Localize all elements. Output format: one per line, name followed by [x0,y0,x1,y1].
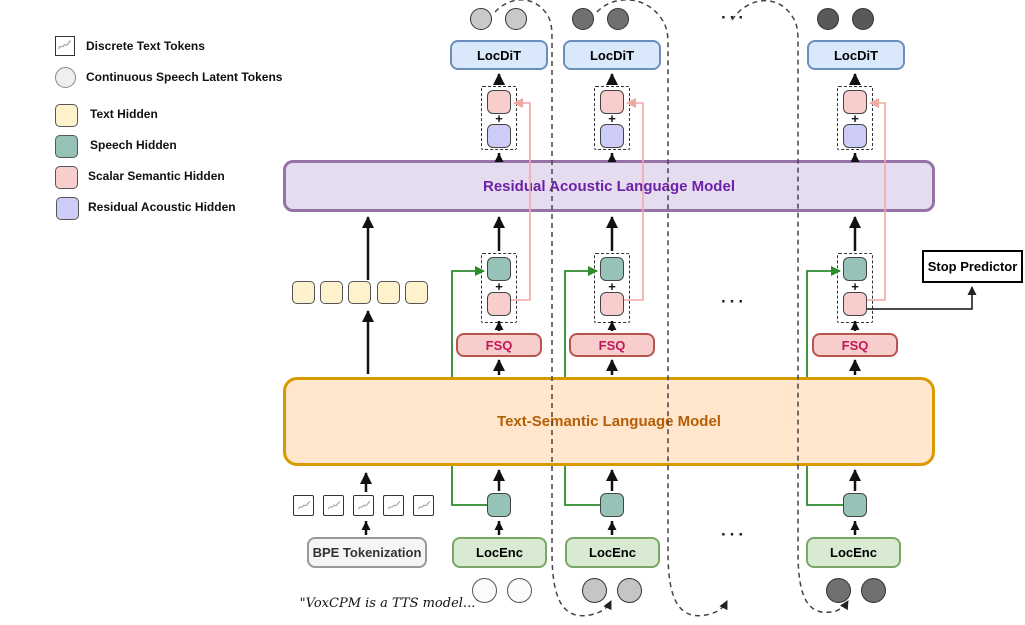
legend-label-discrete: Discrete Text Tokens [86,39,205,53]
fsq-box-2: FSQ [569,333,655,357]
speech-latent-circle [817,8,839,30]
legend-label-scalar: Scalar Semantic Hidden [88,169,225,183]
input-text-quote: "VoxCPM is a TTS model..." [299,596,482,611]
speech-latent-circle-icon [55,67,76,88]
text-hidden-box [377,281,400,304]
speech-latent-circle [507,578,532,603]
locenc-box-2: LocEnc [565,537,660,568]
locdit-box-1: LocDiT [450,40,548,70]
speech-latent-circle [861,578,886,603]
legend-label-text-hidden: Text Hidden [90,107,158,121]
speech-hidden-box [600,257,624,281]
text-hidden-box [292,281,315,304]
autoregressive-loops [494,0,849,617]
legend-label-residual: Residual Acoustic Hidden [88,200,236,214]
scalar-semantic-box [487,292,511,316]
discrete-text-token-icon [55,36,75,56]
fsq-box-3: FSQ [812,333,898,357]
speech-latent-circle [505,8,527,30]
speech-latent-circle [826,578,851,603]
ellipsis-mid: ··· [721,292,747,311]
speech-latent-circle [617,578,642,603]
locenc-box-3: LocEnc [806,537,901,568]
speech-latent-circle [852,8,874,30]
discrete-text-token [383,495,404,516]
scalar-semantic-box [600,292,624,316]
text-hidden-box [405,281,428,304]
residual-acoustic-hidden-icon [56,197,79,220]
speech-latent-circle [470,8,492,30]
stop-predictor-connector [867,286,977,310]
speech-latent-circle [607,8,629,30]
locdit-box-3: LocDiT [807,40,905,70]
text-hidden-icon [55,104,78,127]
stop-predictor-box: Stop Predictor [922,250,1023,283]
speech-hidden-box [843,257,867,281]
speech-hidden-box [487,493,511,517]
discrete-text-token [323,495,344,516]
fsq-box-1: FSQ [456,333,542,357]
residual-acoustic-language-model: Residual Acoustic Language Model [283,160,935,212]
speech-latent-circle [572,8,594,30]
legend-label-speech-hidden: Speech Hidden [90,138,177,152]
residual-acoustic-box [843,124,867,148]
text-column-arrows [360,216,374,535]
locenc-box-1: LocEnc [452,537,547,568]
plus-sign: + [851,279,859,294]
text-semantic-language-model: Text-Semantic Language Model [283,377,935,466]
ellipsis-top: ··· [721,8,747,27]
speech-hidden-icon [55,135,78,158]
speech-latent-circle [582,578,607,603]
discrete-text-token [413,495,434,516]
bpe-tokenization-box: BPE Tokenization [307,537,427,568]
text-hidden-box [320,281,343,304]
residual-acoustic-box [600,124,624,148]
residual-acoustic-box [487,124,511,148]
scalar-semantic-box [843,292,867,316]
speech-hidden-box [487,257,511,281]
discrete-text-token [353,495,374,516]
text-hidden-box [348,281,371,304]
plus-sign: + [851,111,859,126]
ellipsis-bottom: ··· [721,525,747,544]
locdit-box-2: LocDiT [563,40,661,70]
scalar-semantic-hidden-icon [55,166,78,189]
discrete-text-token [293,495,314,516]
speech-latent-circle [472,578,497,603]
legend-label-latent: Continuous Speech Latent Tokens [86,70,283,84]
speech-hidden-box [600,493,624,517]
speech-hidden-box [843,493,867,517]
